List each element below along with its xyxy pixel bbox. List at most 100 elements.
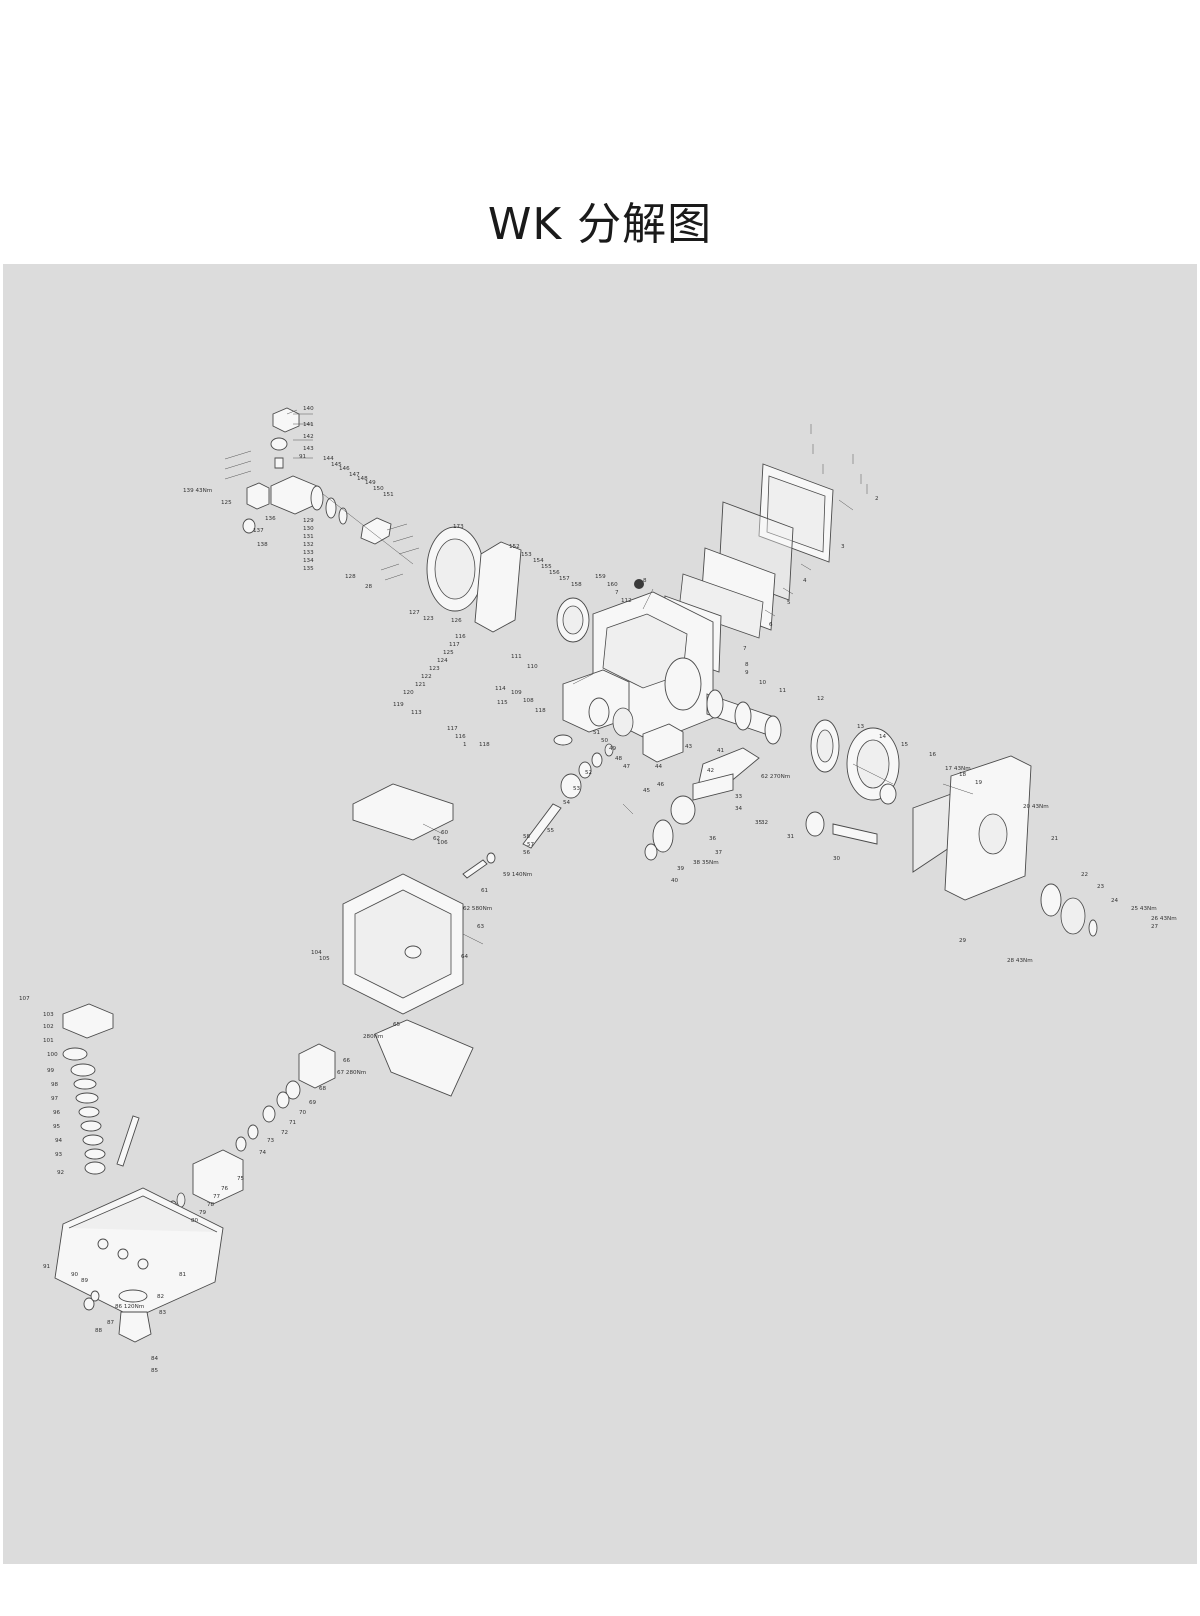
part-label: 72 (281, 1130, 288, 1136)
part-label: 97 (51, 1096, 59, 1102)
part-label: 109 (511, 690, 522, 696)
part-label: 45 (643, 788, 651, 794)
part-label: 107 (19, 996, 30, 1002)
part-label: 37 (715, 850, 723, 856)
part-label: 64 (461, 954, 469, 960)
part-label: 28 (365, 584, 373, 590)
part-label: 89 (81, 1278, 89, 1284)
part-label: 117 (449, 642, 460, 648)
crankshaft-gear-train (706, 689, 1098, 937)
part-label: 48 (615, 756, 623, 762)
part-label: 10 (759, 680, 767, 686)
part-label: 47 (623, 764, 631, 770)
part-label: 53 (573, 786, 581, 792)
part-label: 31 (787, 834, 795, 840)
part-label: 61 (481, 888, 489, 894)
part-label: 148 (357, 476, 368, 482)
part-label: 19 (975, 780, 983, 786)
part-label: 96 (53, 1110, 61, 1116)
part-label: 83 (159, 1310, 167, 1316)
part-label: 156 (549, 570, 560, 576)
part-label: 77 (213, 1194, 221, 1200)
part-label: 68 (319, 1086, 327, 1092)
part-label: 128 (345, 574, 356, 580)
part-label: 91 (43, 1264, 51, 1270)
part-label: 59 140Nm (503, 872, 532, 878)
part-label: 15 (901, 742, 909, 748)
part-label: 75 (237, 1176, 245, 1182)
part-label: 154 (533, 558, 544, 564)
part-label: 152 (509, 544, 520, 550)
part-label: 146 (339, 466, 350, 472)
part-label: 101 (43, 1038, 54, 1044)
part-label: 100 (47, 1052, 58, 1058)
part-label: 99 (47, 1068, 55, 1074)
part-label: 86 120Nm (115, 1304, 144, 1310)
part-label: 26 43Nm (1151, 916, 1177, 922)
part-label: 41 (717, 748, 725, 754)
bottom-fittings (83, 1289, 152, 1343)
part-label: 143 (303, 446, 314, 452)
part-label: 82 (157, 1294, 164, 1300)
part-label: 144 (323, 456, 334, 462)
part-label: 157 (559, 576, 570, 582)
part-label: 138 (257, 542, 268, 548)
part-label: 111 (511, 654, 522, 660)
part-label: 30 (833, 856, 841, 862)
pump-frame (342, 873, 464, 1015)
part-label: 51 (593, 730, 601, 736)
part-label: 147 (349, 472, 360, 478)
part-label: 57 (527, 842, 535, 848)
part-label: 65 (393, 1022, 401, 1028)
part-label: 13 (857, 724, 865, 730)
manifold-block (54, 1115, 224, 1319)
part-label: 142 (303, 434, 314, 440)
part-label: 92 (57, 1170, 64, 1176)
part-label: 145 (331, 462, 342, 468)
top-left-assembly (242, 407, 644, 643)
part-label: 90 (71, 1272, 79, 1278)
exploded-view-drawing: 140 141 142 143 91 144 145 146 147 148 1… (19, 406, 1177, 1374)
part-label: 149 (365, 480, 376, 486)
part-label: 22 (1081, 872, 1088, 878)
pump-head-components (158, 1043, 336, 1226)
part-label: 137 (253, 528, 264, 534)
part-label: 24 (1111, 898, 1119, 904)
part-label: 280Nm (363, 1034, 383, 1040)
part-label: 36 (709, 836, 717, 842)
part-label: 79 (199, 1210, 207, 1216)
part-label: 150 (373, 486, 384, 492)
part-label: 117 (447, 726, 458, 732)
part-label: 173 (453, 524, 464, 530)
part-label: 81 (179, 1272, 187, 1278)
part-label: 93 (55, 1152, 63, 1158)
part-label: 98 (51, 1082, 59, 1088)
part-label: 105 (319, 956, 330, 962)
part-label: 34 (735, 806, 743, 812)
part-label: 121 (415, 682, 426, 688)
part-label: 67 280Nm (337, 1070, 366, 1076)
exploded-diagram-panel: 140 141 142 143 91 144 145 146 147 148 1… (3, 264, 1197, 1564)
part-label: 87 (107, 1320, 115, 1326)
part-label: 132 (303, 542, 314, 548)
part-label: 151 (383, 492, 394, 498)
part-label: 28 43Nm (1007, 958, 1033, 964)
part-label: 102 (43, 1024, 54, 1030)
part-label: 35 (755, 820, 763, 826)
part-label: 40 (671, 878, 679, 884)
part-label: 62 580Nm (463, 906, 492, 912)
part-label: 124 (437, 658, 448, 664)
part-label: 27 (1151, 924, 1159, 930)
part-label: 73 (267, 1138, 275, 1144)
part-label: 76 (221, 1186, 229, 1192)
plunger-line (462, 743, 614, 879)
part-label: 18 (959, 772, 967, 778)
part-label: 4 (803, 578, 807, 584)
part-label: 94 (55, 1138, 63, 1144)
part-label: 80 (191, 1218, 199, 1224)
part-label: 135 (303, 566, 314, 572)
part-label: 62 270Nm (761, 774, 790, 780)
part-label: 114 (495, 686, 506, 692)
part-label: 123 (429, 666, 440, 672)
part-label: 116 (455, 734, 466, 740)
